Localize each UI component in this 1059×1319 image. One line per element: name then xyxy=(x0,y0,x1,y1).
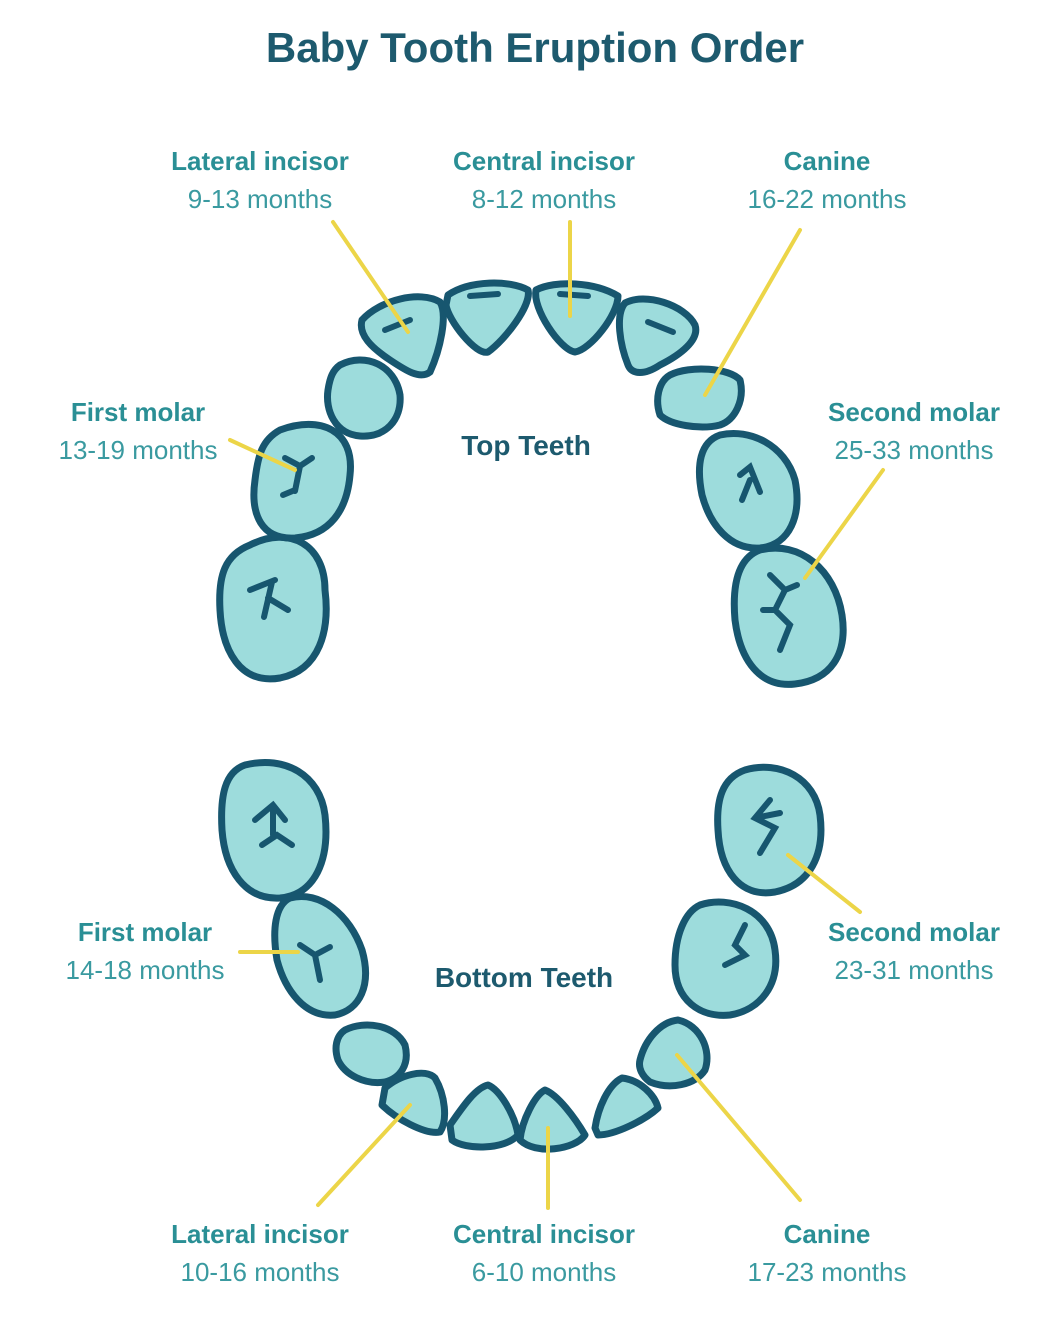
tooth-top-first-molar-left xyxy=(250,420,354,542)
tooth-name: First molar xyxy=(77,917,213,947)
label-top-lateral-incisor: Lateral incisor 9-13 months xyxy=(130,142,390,218)
label-top-canine: Canine 16-22 months xyxy=(697,142,957,218)
tooth-bottom-canine-left xyxy=(332,1021,410,1087)
tooth-top-second-molar-left xyxy=(216,533,330,683)
label-bottom-second-molar: Second molar 23-31 months xyxy=(784,913,1044,989)
tooth-months: 6-10 months xyxy=(471,1257,617,1287)
tooth-name: Central incisor xyxy=(452,1219,636,1249)
tooth-name: Lateral incisor xyxy=(171,146,349,176)
tooth-bottom-second-molar-right xyxy=(714,763,825,897)
tooth-name: First molar xyxy=(70,397,206,427)
tooth-bottom-lateral-incisor-right xyxy=(591,1074,662,1139)
tooth-top-lateral-incisor-right xyxy=(616,295,700,376)
tooth-name: Lateral incisor xyxy=(171,1219,349,1249)
tooth-top-canine-right xyxy=(654,365,745,431)
tooth-bottom-central-incisor-right xyxy=(516,1086,589,1153)
tooth-months: 14-18 months xyxy=(65,955,225,985)
tooth-name: Canine xyxy=(783,146,871,176)
tooth-months: 16-22 months xyxy=(747,184,907,214)
tooth-top-lateral-incisor-left xyxy=(357,293,447,379)
top-arch xyxy=(216,279,847,688)
tooth-months: 9-13 months xyxy=(187,184,333,214)
tooth-top-second-molar-right xyxy=(730,544,847,688)
tooth-bottom-central-incisor-left xyxy=(446,1081,522,1151)
tooth-bottom-first-molar-left xyxy=(271,893,369,1019)
top-teeth-label: Top Teeth xyxy=(461,430,591,461)
tooth-name: Canine xyxy=(783,1219,871,1249)
tooth-months: 25-33 months xyxy=(834,435,994,465)
tooth-name: Central incisor xyxy=(452,146,636,176)
tooth-top-central-incisor-right xyxy=(532,280,622,356)
label-bottom-lateral-incisor: Lateral incisor 10-16 months xyxy=(130,1215,390,1291)
label-top-central-incisor: Central incisor 8-12 months xyxy=(414,142,674,218)
label-top-second-molar: Second molar 25-33 months xyxy=(784,393,1044,469)
tooth-top-canine-left xyxy=(323,356,404,440)
tooth-months: 13-19 months xyxy=(58,435,218,465)
bottom-arch xyxy=(218,758,825,1153)
tooth-months: 8-12 months xyxy=(471,184,617,214)
tooth-months: 23-31 months xyxy=(834,955,994,985)
tooth-months: 10-16 months xyxy=(180,1257,340,1287)
tooth-months: 17-23 months xyxy=(747,1257,907,1287)
label-top-first-molar: First molar 13-19 months xyxy=(8,393,268,469)
tooth-name: Second molar xyxy=(828,917,1000,947)
label-bottom-canine: Canine 17-23 months xyxy=(697,1215,957,1291)
page-title: Baby Tooth Eruption Order xyxy=(265,24,805,71)
tooth-bottom-lateral-incisor-left xyxy=(378,1069,449,1136)
tooth-name: Second molar xyxy=(828,397,1000,427)
label-bottom-first-molar: First molar 14-18 months xyxy=(15,913,275,989)
pointer-lines xyxy=(228,220,885,1210)
tooth-top-central-incisor-left xyxy=(442,279,532,356)
bottom-teeth-label: Bottom Teeth xyxy=(434,962,614,993)
label-bottom-central-incisor: Central incisor 6-10 months xyxy=(414,1215,674,1291)
tooth-bottom-first-molar-right xyxy=(671,898,780,1019)
